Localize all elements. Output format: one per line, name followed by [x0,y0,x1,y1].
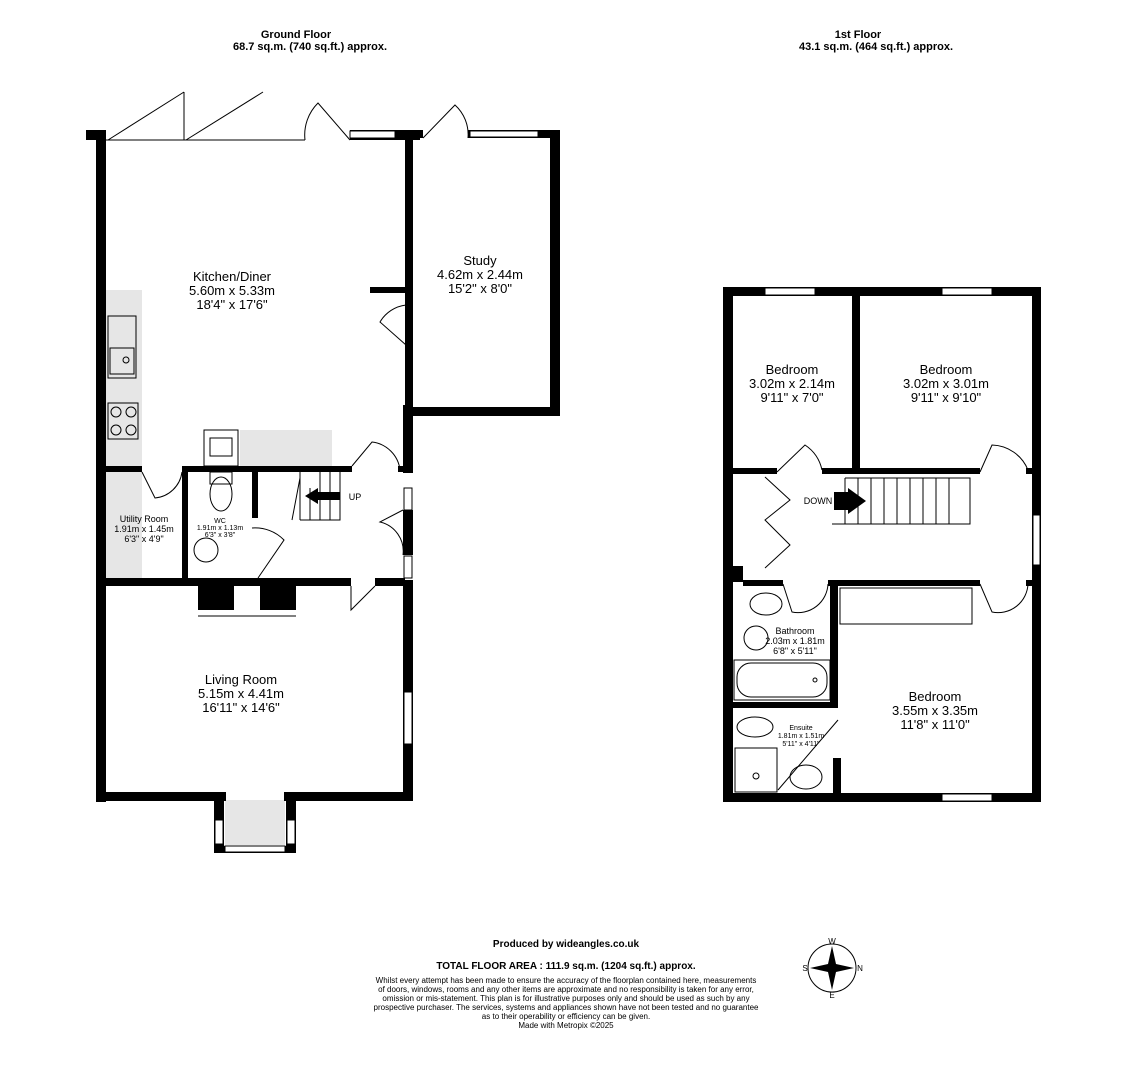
svg-text:6'3" x 3'8": 6'3" x 3'8" [205,532,236,539]
svg-text:15'2" x 8'0": 15'2" x 8'0" [448,281,512,296]
svg-text:W: W [828,937,836,946]
svg-text:4.62m x 2.44m: 4.62m x 2.44m [437,267,523,282]
svg-text:Bedroom: Bedroom [920,362,973,377]
room-ensuite: Ensuite 1.81m x 1.51m 5'11" x 4'11" [778,725,824,748]
svg-text:2.03m x 1.81m: 2.03m x 1.81m [765,636,825,646]
svg-text:WC: WC [214,518,226,525]
room-bedroom-3: Bedroom 3.55m x 3.35m 11'8" x 11'0" [892,689,978,732]
svg-text:16'11" x 14'6": 16'11" x 14'6" [202,700,280,715]
svg-text:9'11" x 9'10": 9'11" x 9'10" [911,390,982,405]
room-living-room: Living Room 5.15m x 4.41m 16'11" x 14'6" [198,672,284,715]
room-utility: Utility Room 1.91m x 1.45m 6'3" x 4'9" [114,514,174,544]
ground-floor-title: Ground Floor [261,29,332,41]
svg-text:Kitchen/Diner: Kitchen/Diner [193,269,272,284]
svg-text:N: N [857,964,863,973]
svg-text:6'8" x 5'11": 6'8" x 5'11" [773,646,817,656]
ground-floor-plan: UP Kitchen/Diner 5.60m x 5.33m 18'4" x 1… [86,91,560,853]
svg-text:3.55m x 3.35m: 3.55m x 3.35m [892,703,978,718]
room-wc: WC 1.91m x 1.13m 6'3" x 3'8" [197,518,243,539]
disclaimer-line: Whilst every attempt has been made to en… [376,976,757,985]
svg-text:3.02m x 3.01m: 3.02m x 3.01m [903,376,989,391]
room-kitchen-diner: Kitchen/Diner 5.60m x 5.33m 18'4" x 17'6… [189,269,275,312]
disclaimer-line: omission or mis-statement. This plan is … [382,994,749,1003]
svg-text:9'11" x 7'0": 9'11" x 7'0" [760,390,823,405]
svg-text:1.81m x 1.51m: 1.81m x 1.51m [778,733,824,740]
disclaimer-line: prospective purchaser. The services, sys… [374,1003,760,1012]
producer-credit: Produced by wideangles.co.uk [493,939,640,950]
svg-text:18'4" x 17'6": 18'4" x 17'6" [196,297,268,312]
stairs-arrow-icon [305,488,340,504]
svg-text:1.91m x 1.13m: 1.91m x 1.13m [197,525,243,532]
svg-text:Bedroom: Bedroom [766,362,819,377]
room-bathroom: Bathroom 2.03m x 1.81m 6'8" x 5'11" [765,626,825,656]
first-floor-plan: DOWN Bedroom 3.02m x 2.14m 9'11" x 7'0" … [723,287,1041,802]
room-bedroom-2: Bedroom 3.02m x 3.01m 9'11" x 9'10" [903,362,989,405]
compass-icon: W N E S [802,937,863,1000]
svg-text:Study: Study [463,253,497,268]
svg-text:S: S [802,964,807,973]
svg-text:Bathroom: Bathroom [775,626,814,636]
first-floor-area: 43.1 sq.m. (464 sq.ft.) approx. [799,41,953,53]
svg-text:11'8" x 11'0": 11'8" x 11'0" [900,717,970,732]
svg-text:1.91m x 1.45m: 1.91m x 1.45m [114,524,174,534]
stairs-down-label: DOWN [804,496,833,506]
first-floor-title: 1st Floor [835,29,882,41]
room-bedroom-1: Bedroom 3.02m x 2.14m 9'11" x 7'0" [749,362,835,405]
svg-text:5.15m x 4.41m: 5.15m x 4.41m [198,686,284,701]
total-floor-area: TOTAL FLOOR AREA : 111.9 sq.m. (1204 sq.… [436,961,696,972]
svg-text:5.60m x 5.33m: 5.60m x 5.33m [189,283,275,298]
svg-text:Bedroom: Bedroom [909,689,962,704]
svg-text:E: E [829,991,834,1000]
svg-text:6'3" x 4'9": 6'3" x 4'9" [124,534,163,544]
stairs-up-label: UP [349,492,362,502]
svg-text:Ensuite: Ensuite [789,725,812,732]
room-study: Study 4.62m x 2.44m 15'2" x 8'0" [437,253,523,296]
svg-text:3.02m x 2.14m: 3.02m x 2.14m [749,376,835,391]
stairs-arrow-icon [834,488,866,514]
ground-floor-area: 68.7 sq.m. (740 sq.ft.) approx. [233,41,387,53]
disclaimer-line: of doors, windows, rooms and any other i… [378,985,754,994]
svg-text:Living Room: Living Room [205,672,277,687]
disclaimer-line: as to their operability or efficiency ca… [482,1012,650,1021]
made-with: Made with Metropix ©2025 [518,1021,614,1030]
svg-text:5'11" x 4'11": 5'11" x 4'11" [782,741,820,748]
svg-text:Utility Room: Utility Room [120,514,169,524]
